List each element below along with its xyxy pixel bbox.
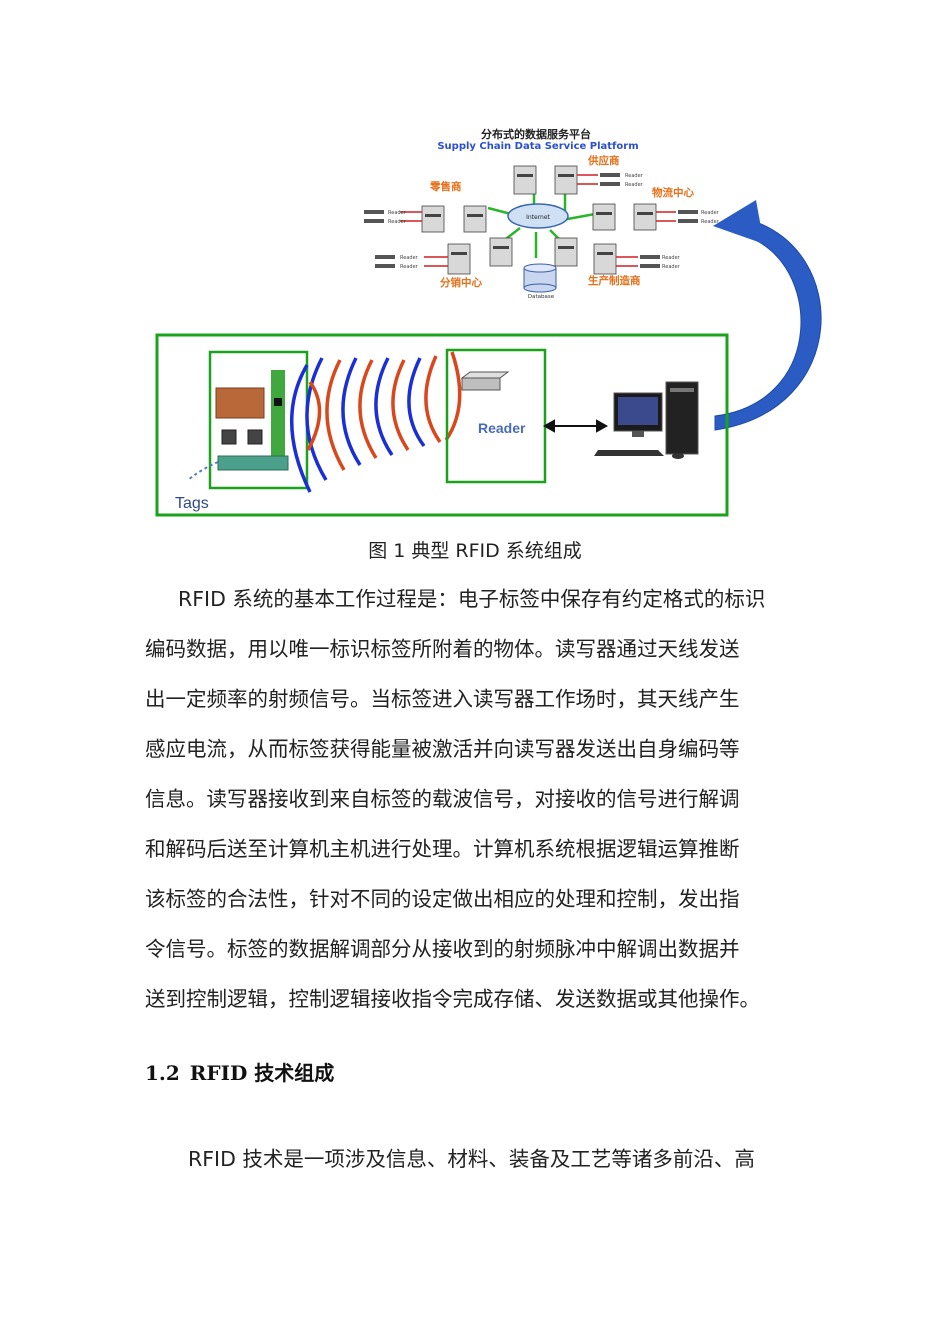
database-label: Database	[528, 294, 555, 300]
internet-label: Internet	[526, 214, 550, 221]
small-reader-devices	[364, 173, 698, 268]
node-label-supplier: 供应商	[587, 154, 620, 167]
small-reader-label: Reader	[701, 219, 720, 225]
paragraph-line: 编码数据，用以唯一标识标签所附着的物体。读写器通过天线发送	[145, 637, 740, 661]
next-paragraph-line: RFID 技术是一项涉及信息、材料、装备及工艺等诸多前沿、高	[188, 1147, 755, 1171]
tag-samples	[187, 370, 289, 481]
paragraph-line: RFID 系统的基本工作过程是：电子标签中保存有约定格式的标识	[178, 587, 766, 611]
paragraph-line: 和解码后送至计算机主机进行处理。计算机系统根据逻辑运算推断	[145, 837, 740, 861]
node-label-manufacturer: 生产制造商	[588, 274, 641, 287]
small-reader-labels: Reader Reader Reader Reader Reader Reade…	[388, 173, 720, 270]
curved-arrow	[714, 219, 822, 431]
paragraph-line: 感应电流，从而标签获得能量被激活并向读写器发送出自身编码等	[145, 737, 740, 761]
curved-arrow-head	[713, 200, 764, 244]
platform-title-cn: 分布式的数据服务平台	[481, 127, 591, 141]
paragraph-line: 令信号。标签的数据解调部分从接收到的射频脉冲中解调出数据并	[145, 937, 740, 961]
paragraph-line: 送到控制逻辑，控制逻辑接收指令完成存储、发送数据或其他操作。	[145, 987, 760, 1011]
server-icons	[421, 165, 657, 275]
paragraph-line: 该标签的合法性，针对不同的设定做出相应的处理和控制，发出指	[145, 887, 740, 911]
reader-computer-link	[542, 419, 609, 433]
small-reader-label: Reader	[388, 219, 407, 225]
paragraph-line: 信息。读写器接收到来自标签的载波信号，对接收的信号进行解调	[145, 787, 740, 811]
reader-device-icon	[460, 371, 510, 391]
figure-caption: 图 1 典型 RFID 系统组成	[368, 540, 582, 562]
small-reader-label: Reader	[662, 255, 681, 261]
node-label-logistics: 物流中心	[652, 186, 694, 199]
server-details	[425, 174, 653, 255]
small-reader-label: Reader	[400, 255, 419, 261]
node-label-distribution: 分销中心	[440, 276, 482, 289]
section-number: 1.2	[145, 1061, 180, 1085]
computer-icon	[594, 381, 699, 459]
paragraph-line: 出一定频率的射频信号。当标签进入读写器工作场时，其天线产生	[145, 687, 740, 711]
reader-links	[400, 174, 676, 267]
small-reader-label: Reader	[625, 173, 644, 179]
small-reader-label: Reader	[662, 264, 681, 270]
small-reader-label: Reader	[701, 210, 720, 216]
tags-label: Tags	[175, 495, 209, 512]
small-reader-label: Reader	[388, 210, 407, 216]
rf-signal-waves	[290, 351, 462, 493]
section-heading: 1.2 RFID 技术组成	[145, 1057, 344, 1086]
node-label-retailer: 零售商	[429, 180, 462, 193]
small-reader-label: Reader	[400, 264, 419, 270]
small-reader-label: Reader	[625, 182, 644, 188]
section-title: RFID 技术组成	[189, 1061, 335, 1085]
reader-box	[445, 348, 547, 484]
database-icon	[523, 263, 557, 293]
reader-label: Reader	[478, 420, 526, 436]
platform-title-en: Supply Chain Data Service Platform	[437, 141, 638, 152]
rfid-system-figure: 分布式的数据服务平台 Supply Chain Data Service Pla…	[155, 127, 822, 517]
internet-cloud: Internet	[507, 203, 569, 229]
system-frame	[155, 333, 729, 517]
